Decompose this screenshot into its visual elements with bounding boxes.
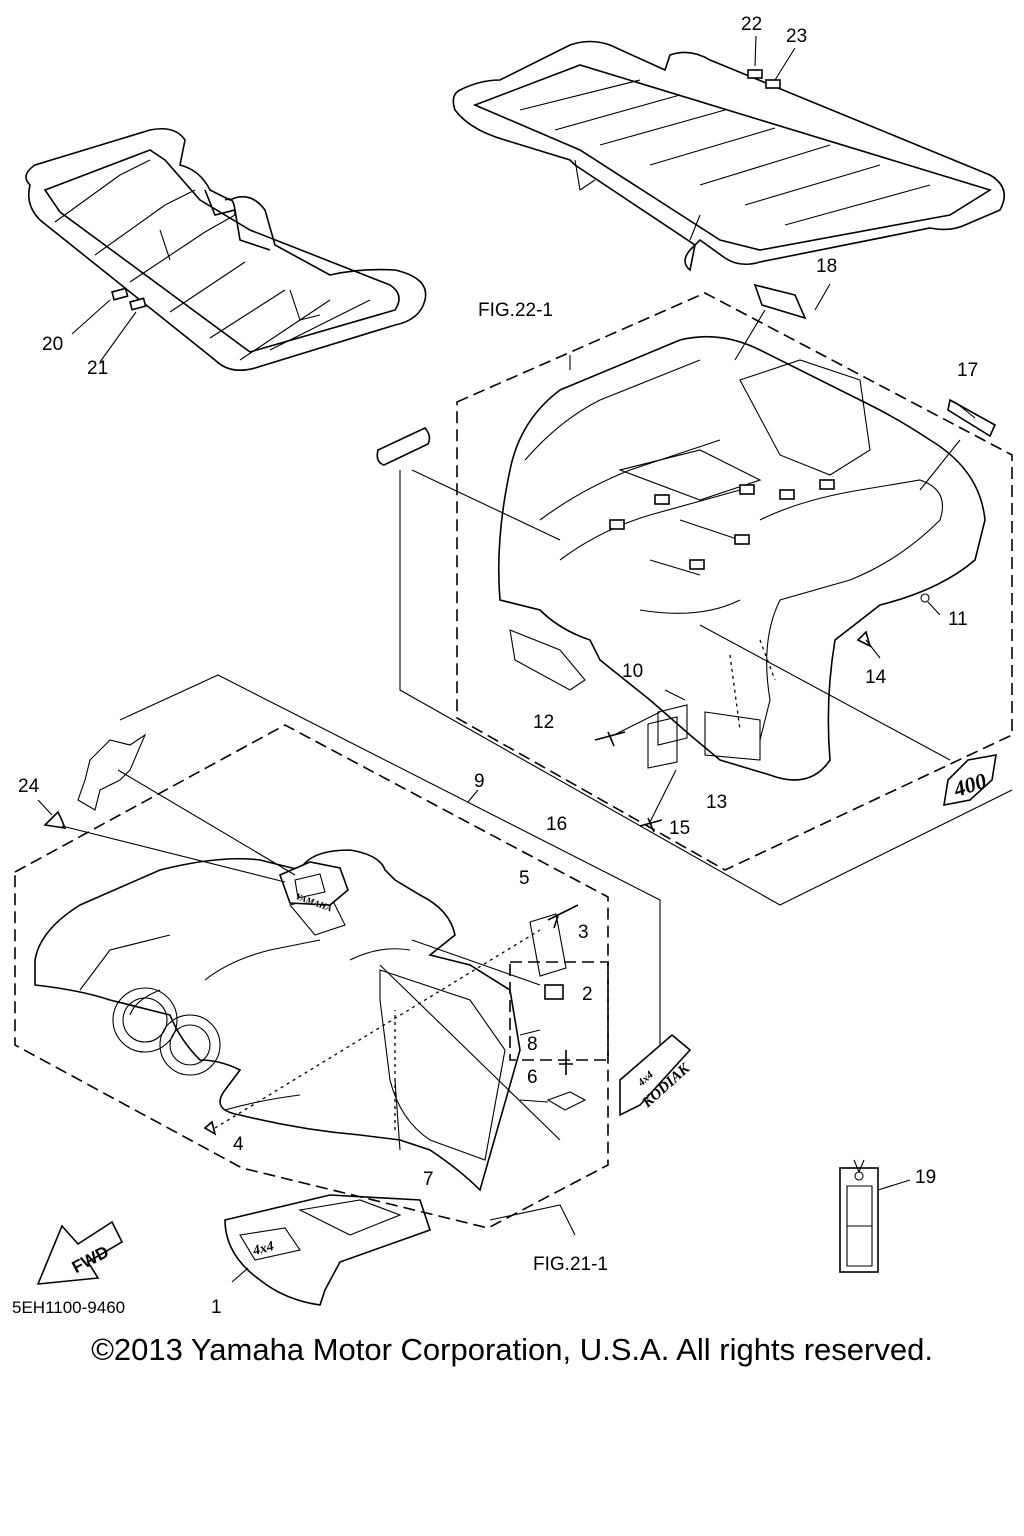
callout-22: 22 [741,14,762,35]
callout-23: 23 [786,26,807,47]
callout-5: 5 [519,868,530,889]
callout-8: 8 [527,1034,538,1055]
callout-4: 4 [233,1134,244,1155]
callout-20: 20 [42,334,63,355]
front-carrier [25,127,427,371]
callout-7: 7 [423,1169,434,1190]
copyright-notice: ©2013 Yamaha Motor Corporation, U.S.A. A… [91,1332,933,1367]
callout-6: 6 [527,1067,538,1088]
front-guard [224,1194,432,1306]
rear-carrier [452,40,1006,272]
callout-1: 1 [211,1297,222,1318]
callout-18: 18 [816,256,837,277]
fwd-arrow: FWD [36,1220,124,1285]
callout-10: 10 [622,661,643,682]
callout-13: 13 [706,792,727,813]
guard-emblem: 4x4 [250,1239,275,1259]
callout-21: 21 [87,358,108,379]
callout-11: 11 [948,609,968,630]
callout-numbers: 1 2 3 4 5 6 7 8 9 10 11 12 13 14 15 16 1… [18,14,978,1318]
front-fender-group [14,674,661,1236]
callout-15: 15 [669,818,690,839]
drawing-number: 5EH1100-9460 [12,1298,125,1317]
callout-14: 14 [865,667,887,688]
callout-3: 3 [578,922,589,943]
rear-fender-group [376,283,1013,906]
callout-16: 16 [546,814,567,835]
callout-2: 2 [582,984,593,1005]
emblem-kodiak: KODIAK 4x4 [619,1033,694,1117]
figure-ref-21-1: FIG.21-1 [533,1254,608,1275]
callout-17: 17 [957,360,978,381]
callout-24: 24 [18,776,40,797]
callout-12: 12 [533,712,554,733]
emblem-400: 400 [943,754,997,807]
callout-19: 19 [915,1167,936,1188]
callout-9: 9 [474,771,485,792]
tag [839,1159,911,1273]
figure-ref-22-1: FIG.22-1 [478,300,553,321]
